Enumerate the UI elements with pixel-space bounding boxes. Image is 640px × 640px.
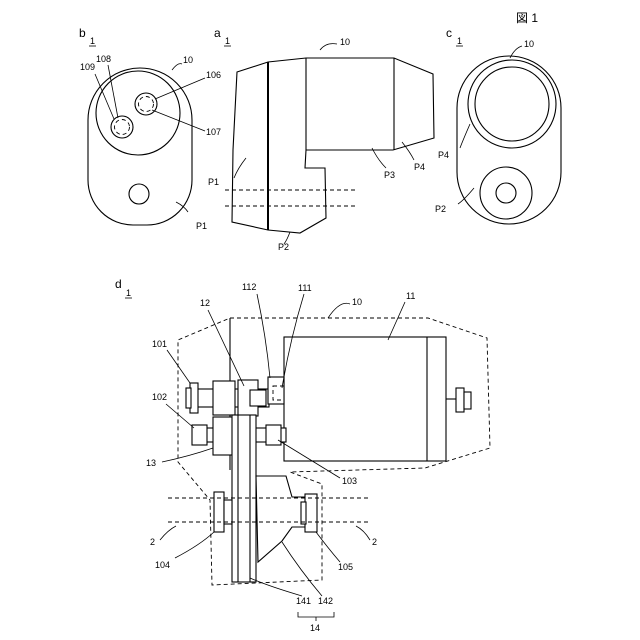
label-c-P4: P4 bbox=[438, 150, 449, 160]
label-a-10: 10 bbox=[340, 37, 350, 47]
label-d-2-left: 2 bbox=[150, 537, 155, 547]
view-d: d 1 bbox=[115, 277, 490, 633]
label-d-10: 10 bbox=[352, 297, 362, 307]
label-b-10: 10 bbox=[183, 55, 193, 65]
label-a-P2: P2 bbox=[278, 242, 289, 252]
label-d-14: 14 bbox=[310, 623, 320, 633]
label-d-104: 104 bbox=[155, 560, 170, 570]
view-c-lower-ring bbox=[480, 167, 532, 219]
label-b-107: 107 bbox=[206, 127, 221, 137]
label-c-P2: P2 bbox=[435, 204, 446, 214]
label-c-10: 10 bbox=[524, 39, 534, 49]
label-d-142: 142 bbox=[318, 596, 333, 606]
label-d-111: 111 bbox=[298, 283, 312, 293]
view-a-sub: 1 bbox=[225, 36, 230, 46]
label-d-141: 141 bbox=[296, 596, 311, 606]
label-b-P1: P1 bbox=[196, 221, 207, 231]
view-b-letter: b bbox=[79, 26, 86, 40]
label-d-13: 13 bbox=[146, 458, 156, 468]
view-d-bearing-102 bbox=[192, 425, 207, 445]
label-d-101: 101 bbox=[152, 339, 167, 349]
view-a-body-outline bbox=[232, 58, 434, 233]
label-d-103: 103 bbox=[342, 476, 357, 486]
view-c-body-outline bbox=[457, 56, 561, 224]
view-d-motor-11 bbox=[284, 337, 446, 461]
view-c: c 1 10 P4 P2 bbox=[435, 26, 561, 224]
view-b: b 1 10 106 107 108 109 P1 bbox=[79, 26, 221, 231]
view-d-gear-141 bbox=[232, 415, 256, 582]
label-d-112: 112 bbox=[242, 282, 256, 292]
label-b-106: 106 bbox=[206, 70, 221, 80]
view-d-letter: d bbox=[115, 277, 122, 291]
view-d-part-112 bbox=[268, 377, 284, 404]
label-a-P3: P3 bbox=[384, 170, 395, 180]
label-b-109: 109 bbox=[80, 62, 95, 72]
bracket-14 bbox=[298, 612, 334, 621]
view-c-sub: 1 bbox=[457, 36, 462, 46]
view-c-upper-face bbox=[475, 67, 549, 141]
view-c-upper-ring bbox=[468, 60, 556, 148]
view-c-lower-hole bbox=[496, 183, 516, 203]
view-b-sub: 1 bbox=[90, 36, 95, 46]
view-a: a 1 10 P1 P2 P3 P4 bbox=[208, 26, 434, 252]
label-a-P4: P4 bbox=[414, 162, 425, 172]
view-d-part-103 bbox=[266, 425, 281, 445]
view-d-bearing-105 bbox=[305, 494, 317, 532]
label-d-2-right: 2 bbox=[372, 537, 377, 547]
view-b-body-outline bbox=[88, 68, 192, 225]
figure-title: 図 1 bbox=[516, 11, 538, 25]
view-a-letter: a bbox=[214, 26, 221, 40]
label-d-12: 12 bbox=[200, 298, 210, 308]
label-d-11: 11 bbox=[406, 291, 415, 301]
label-b-108: 108 bbox=[96, 54, 111, 64]
label-a-P1: P1 bbox=[208, 177, 219, 187]
view-b-upper-circle bbox=[96, 71, 180, 155]
label-d-105: 105 bbox=[338, 562, 353, 572]
label-d-102: 102 bbox=[152, 392, 167, 402]
view-c-letter: c bbox=[446, 26, 452, 40]
view-b-lower-hole bbox=[129, 184, 149, 204]
view-d-sub: 1 bbox=[126, 288, 131, 298]
